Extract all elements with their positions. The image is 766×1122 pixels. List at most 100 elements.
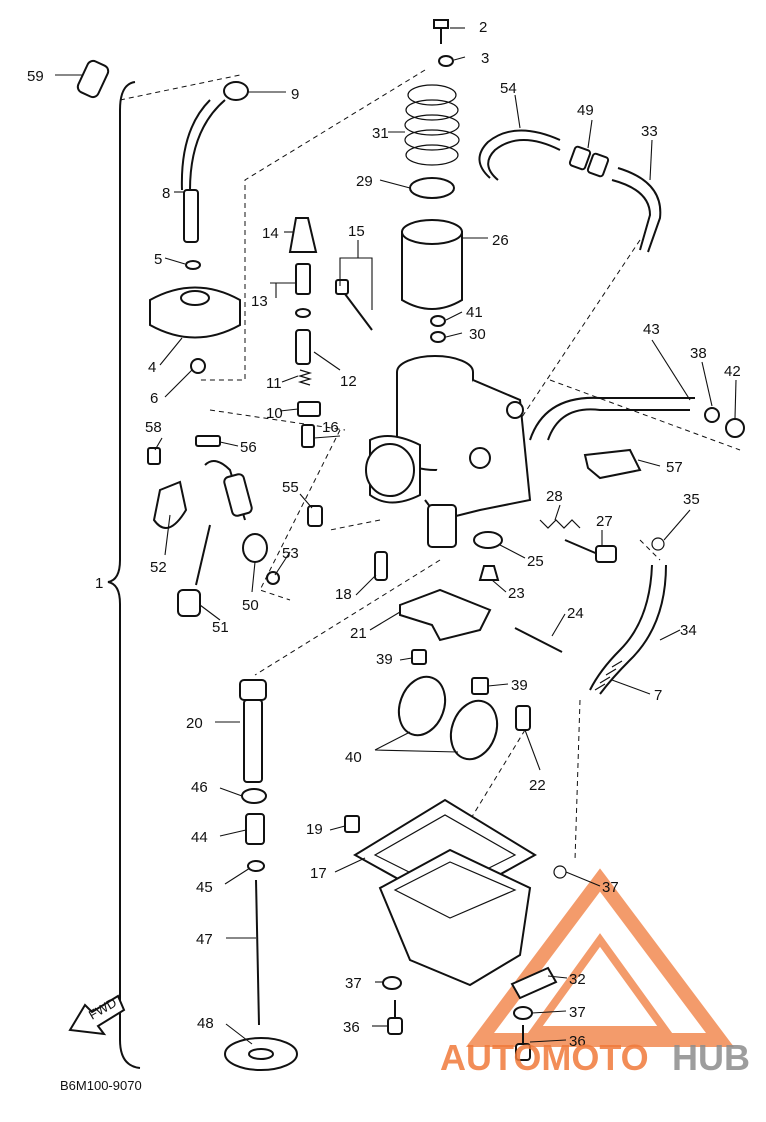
part-cable-51 (177, 524, 211, 617)
callout-18: 18 (335, 586, 352, 603)
callout-43: 43 (643, 321, 660, 338)
watermark-logo (466, 868, 734, 1047)
callout-1: 1 (95, 575, 103, 592)
part-slide-26 (401, 219, 463, 310)
callout-20: 20 (186, 715, 203, 732)
callout-35: 35 (683, 491, 700, 508)
fwd-arrow: FWD (68, 994, 126, 1036)
callout-5: 5 (154, 251, 162, 268)
part-clip-41 (430, 315, 446, 327)
callout-38: 38 (690, 345, 707, 362)
callout-14: 14 (262, 225, 279, 242)
watermark-text: AUTOMOTO HUB (440, 1037, 750, 1078)
callout-31: 31 (372, 125, 389, 142)
part-jet-20 (239, 679, 267, 783)
callout-41: 41 (466, 304, 483, 321)
callout-11: 11 (266, 375, 282, 392)
part-plate-29 (409, 177, 455, 199)
part-clamp-38 (704, 407, 720, 423)
assembly-brace (107, 81, 141, 1069)
callout-6: 6 (150, 390, 158, 407)
part-needle-15 (335, 279, 373, 331)
part-clip-30 (430, 331, 446, 343)
part-float-bowl (378, 848, 532, 987)
part-cable-50 (204, 460, 268, 563)
callout-8: 8 (162, 185, 170, 202)
part-screw-56 (195, 435, 221, 447)
callout-32: 32 (569, 971, 586, 988)
part-plate-10 (297, 401, 321, 417)
callout-3: 3 (481, 50, 489, 67)
part-cap-39b (471, 677, 489, 695)
callout-37a: 37 (602, 879, 619, 896)
part-float-valve-23 (478, 565, 500, 581)
callout-13: 13 (251, 293, 268, 310)
callout-48: 48 (197, 1015, 214, 1032)
part-screw-13 (295, 263, 311, 318)
callout-33: 33 (641, 123, 658, 140)
callout-28: 28 (546, 488, 563, 505)
part-screw-2 (433, 19, 449, 44)
part-spring-28 (539, 519, 581, 529)
part-hose-34 (589, 564, 667, 695)
part-nut-53 (266, 571, 280, 585)
callout-30: 30 (469, 326, 486, 343)
callout-56: 56 (240, 439, 257, 456)
callout-26: 26 (492, 232, 509, 249)
part-cap-4 (149, 286, 241, 339)
callout-19: 19 (306, 821, 323, 838)
callout-45: 45 (196, 879, 213, 896)
part-connector-49 (568, 145, 610, 178)
part-jet-44 (245, 813, 265, 845)
callout-24: 24 (567, 605, 584, 622)
part-bolt-36a (387, 1000, 403, 1035)
callout-40: 40 (345, 749, 362, 766)
callout-53: 53 (282, 545, 299, 562)
callout-labels: 59 2 3 9 31 29 26 8 5 4 6 14 13 12 11 10… (27, 19, 741, 1050)
callout-17: 17 (310, 865, 327, 882)
callout-7: 7 (654, 687, 662, 704)
callout-23: 23 (508, 585, 525, 602)
callout-37b: 37 (345, 975, 362, 992)
callout-42: 42 (724, 363, 741, 380)
part-screw-55 (307, 505, 323, 527)
part-holder-52 (152, 480, 188, 529)
part-plate-32 (510, 966, 558, 1000)
callout-29: 29 (356, 173, 373, 190)
callout-54: 54 (500, 80, 517, 97)
part-float-arm-21 (399, 588, 492, 642)
callout-10: 10 (266, 405, 283, 422)
leader-lines (55, 27, 737, 1045)
part-cap-14 (288, 217, 318, 253)
callout-39a: 39 (376, 651, 393, 668)
part-bolt-36b (515, 1025, 531, 1061)
callout-59: 59 (27, 68, 44, 85)
callout-46: 46 (191, 779, 208, 796)
part-cap-42 (725, 418, 745, 438)
part-pin-24 (514, 627, 563, 653)
callout-55: 55 (282, 479, 299, 496)
callout-50: 50 (242, 597, 259, 614)
part-clip-37a (553, 865, 567, 879)
callout-21: 21 (350, 625, 367, 642)
part-screw-19 (344, 815, 360, 833)
callout-15: 15 (348, 223, 365, 240)
part-screw-12 (295, 329, 311, 365)
callout-37c: 37 (569, 1004, 586, 1021)
part-jet-18 (374, 551, 388, 581)
part-screw-22 (515, 705, 531, 731)
callout-36a: 36 (343, 1019, 360, 1036)
callout-9: 9 (291, 86, 299, 103)
callout-36b: 36 (569, 1033, 586, 1050)
part-spring-11 (297, 369, 313, 386)
part-cap-59 (76, 59, 110, 99)
callout-52: 52 (150, 559, 167, 576)
part-oring-5 (185, 260, 201, 270)
part-spring-31 (404, 84, 460, 166)
part-washer-37b (382, 976, 402, 990)
part-cap-39a (411, 649, 427, 665)
reference-lines (119, 69, 741, 861)
watermark-text-hub: HUB (672, 1037, 750, 1078)
part-fitting-8 (183, 189, 199, 243)
part-washer-25 (473, 531, 503, 549)
